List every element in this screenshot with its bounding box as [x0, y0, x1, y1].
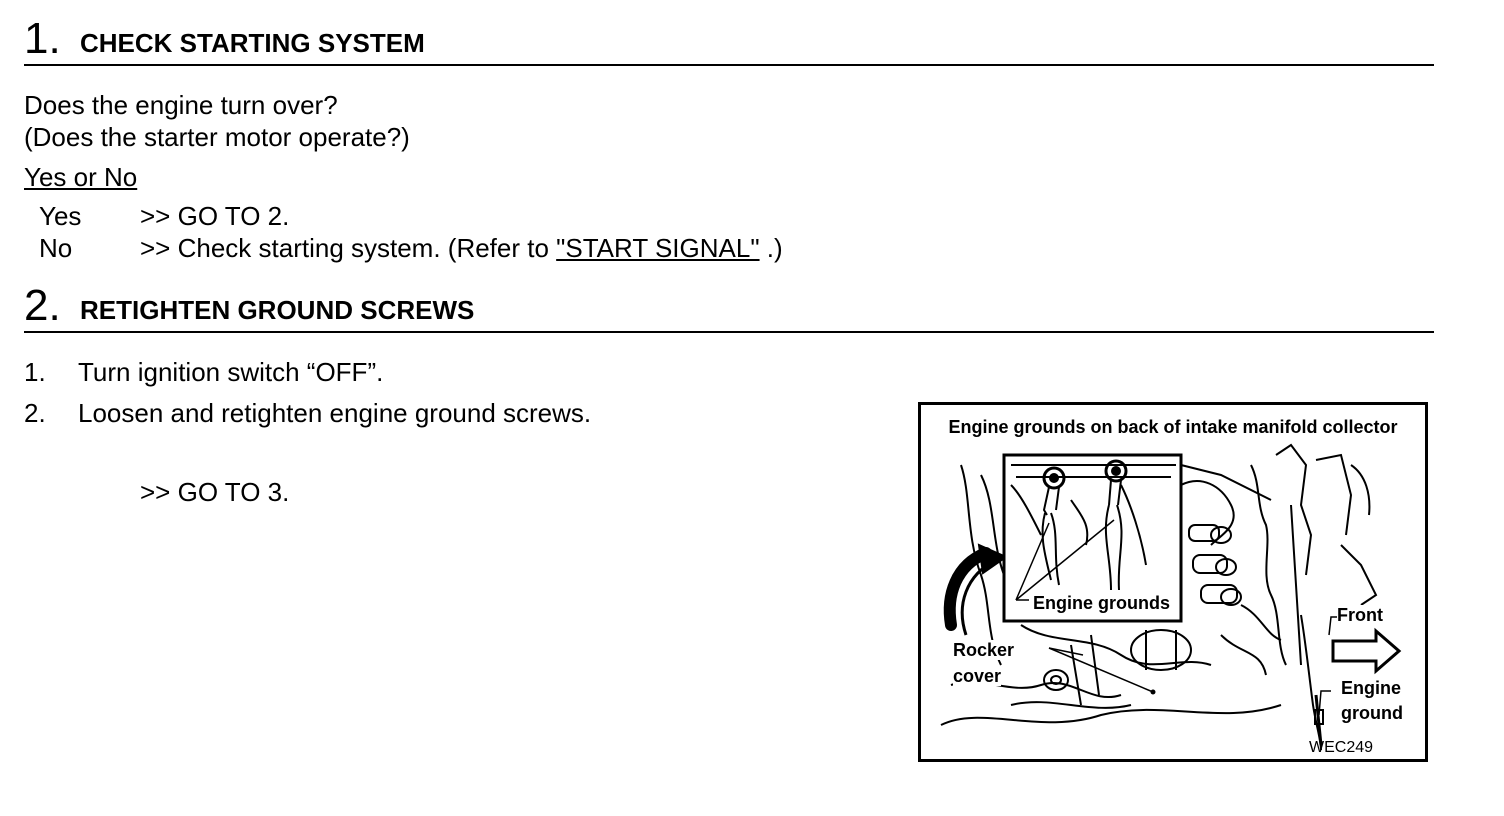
- label-rocker-cover-line1: Rocker: [953, 640, 1015, 660]
- step-1-no-label: No: [39, 233, 73, 263]
- figure-code: WEC249: [1309, 739, 1374, 756]
- label-rocker-cover-line2: cover: [953, 666, 1002, 686]
- step-2-number: 2.: [24, 281, 61, 330]
- step-1-question-line2: (Does the starter motor operate?): [24, 122, 410, 152]
- step-1-yes-action: >> GO TO 2.: [140, 201, 290, 231]
- engine-ground-figure: Engine grounds on back of intake manifol…: [918, 402, 1428, 762]
- label-engine-grounds: Engine grounds: [1033, 593, 1170, 613]
- label-engine-ground-line1: Engine: [1341, 678, 1402, 698]
- step-2-item-2-text: Loosen and retighten engine ground screw…: [78, 398, 592, 428]
- step-2-title: RETIGHTEN GROUND SCREWS: [80, 295, 475, 325]
- step-2-item-2-num: 2.: [24, 398, 46, 428]
- step-1-number: 1.: [24, 14, 61, 63]
- step-1-no-action-suffix: .): [759, 233, 783, 263]
- step-2-header: 2. RETIGHTEN GROUND SCREWS: [24, 281, 1434, 333]
- step-1-no-action-prefix: >> Check starting system. (Refer to: [140, 233, 557, 263]
- label-front: Front: [1337, 605, 1383, 625]
- step-2-item-1-num: 1.: [24, 357, 46, 387]
- step-2-next: >> GO TO 3.: [140, 477, 290, 507]
- step-2-item-1-text: Turn ignition switch “OFF”.: [78, 357, 384, 387]
- step-1-no-action: >> Check starting system. (Refer to "STA…: [140, 232, 783, 264]
- step-1-answer-prompt: Yes or No: [24, 162, 138, 192]
- step-1-title: CHECK STARTING SYSTEM: [80, 28, 425, 58]
- step-1-yes-label: Yes: [39, 201, 82, 231]
- figure-title: Engine grounds on back of intake manifol…: [948, 417, 1398, 437]
- label-engine-ground-line2: ground: [1341, 703, 1403, 723]
- start-signal-link[interactable]: "START SIGNAL": [556, 233, 760, 263]
- step-1-header: 1. CHECK STARTING SYSTEM: [24, 14, 1434, 66]
- step-1-question-line1: Does the engine turn over?: [24, 90, 338, 120]
